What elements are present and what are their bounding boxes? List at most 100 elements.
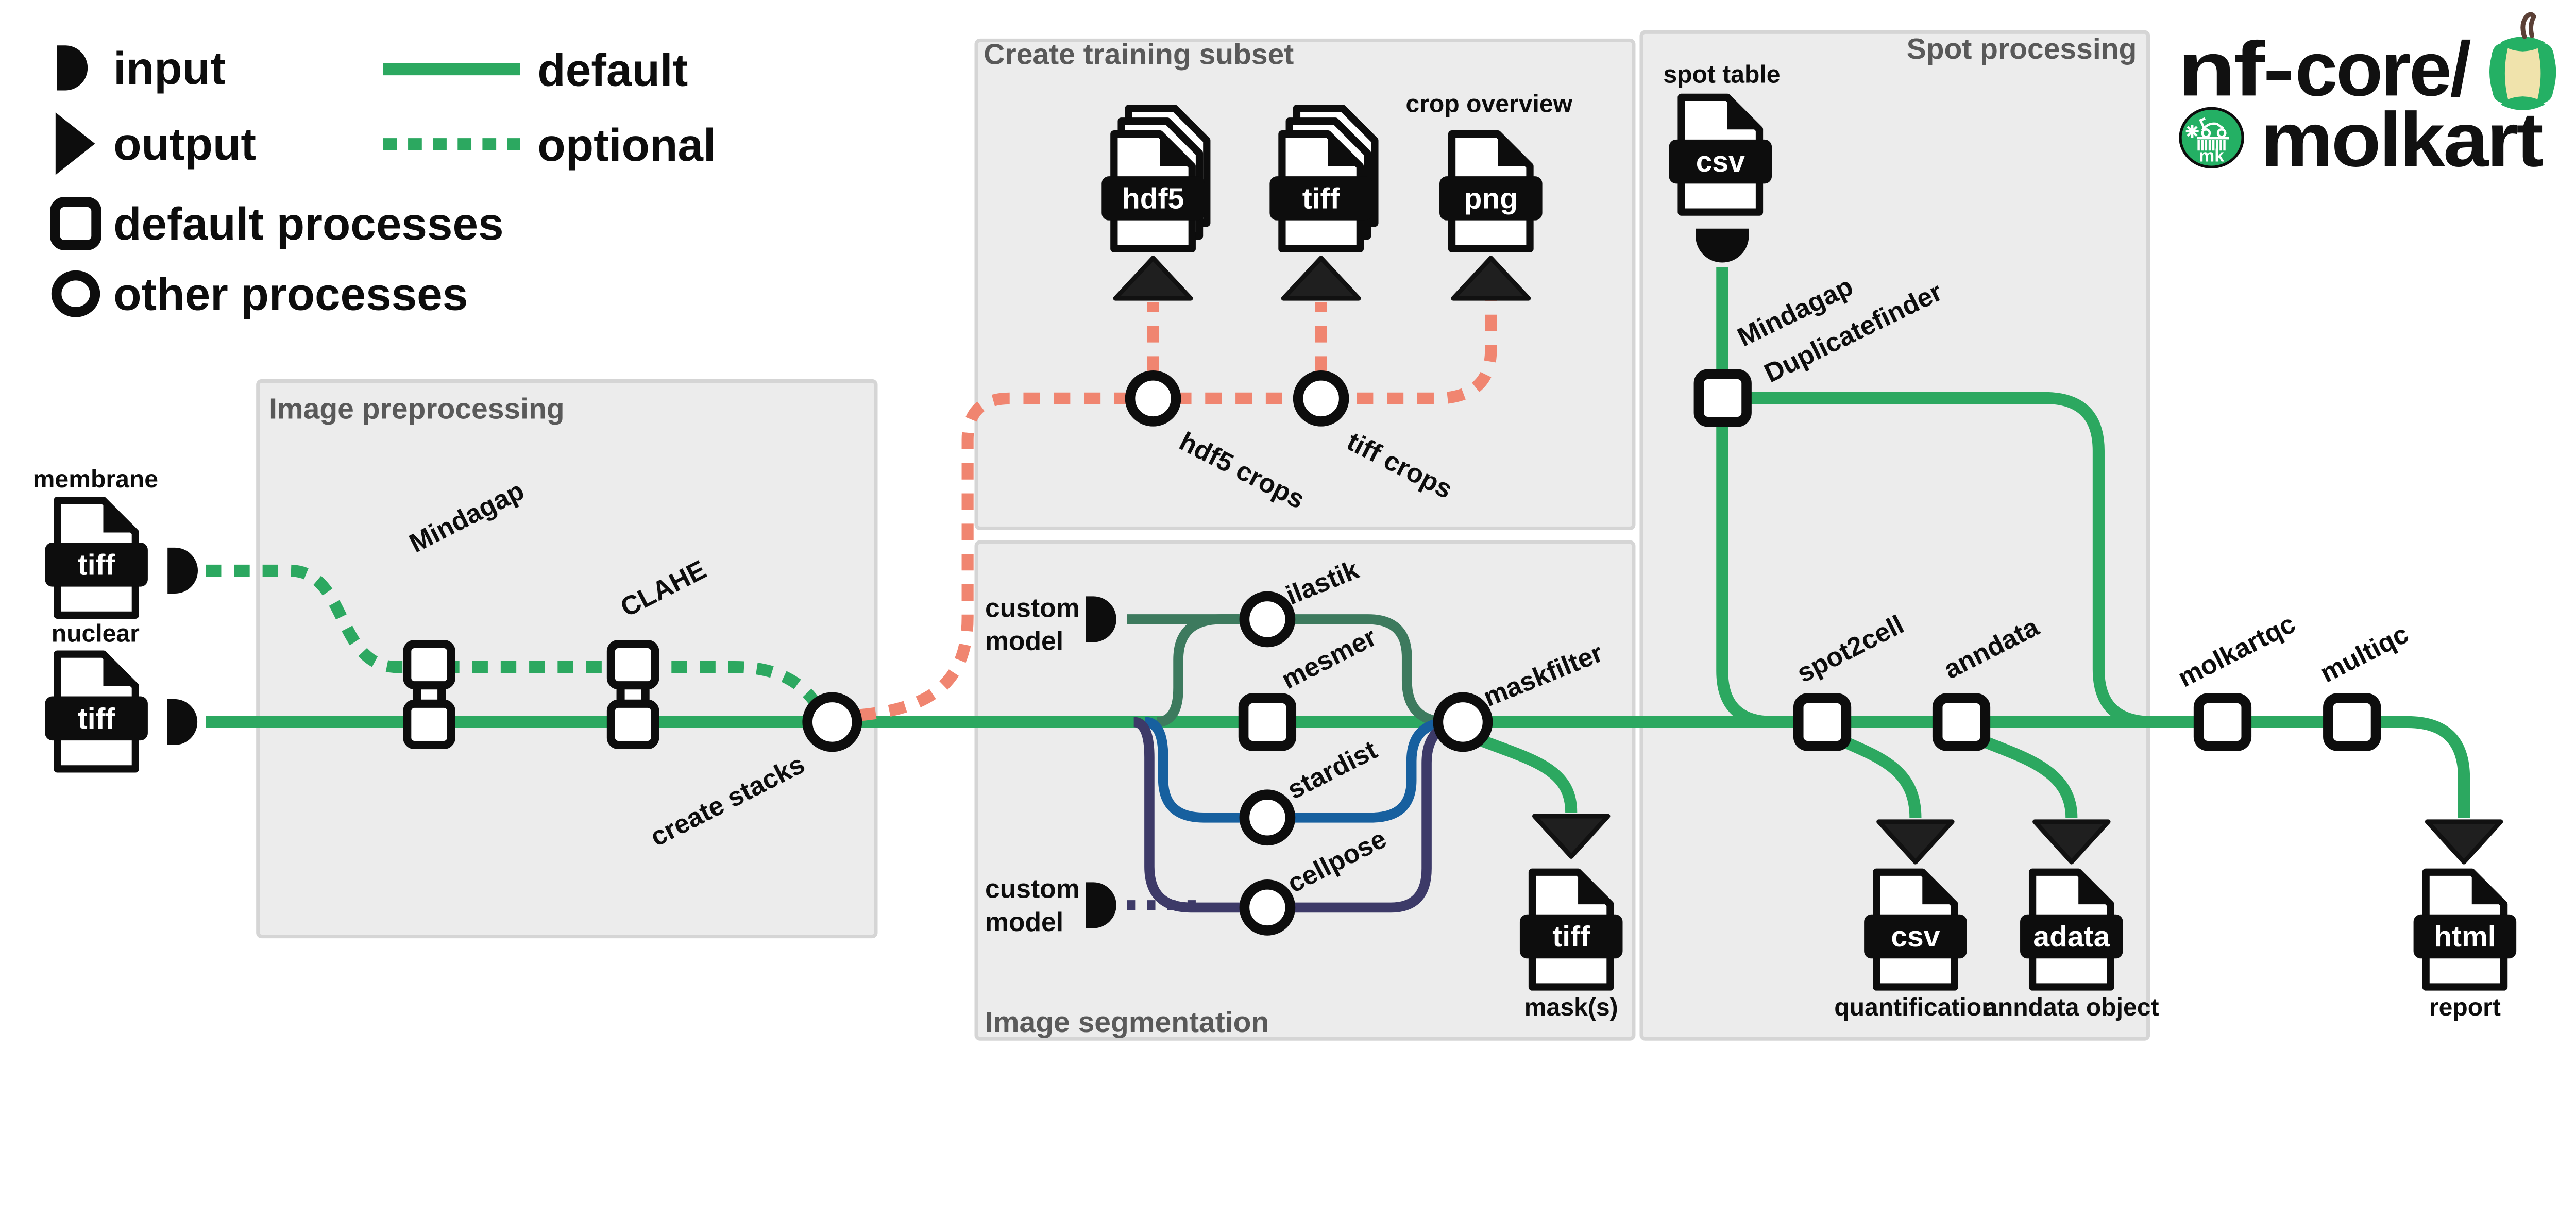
input-nuclear-icon — [167, 699, 198, 745]
legend-input-icon — [57, 45, 88, 91]
file-ext: hdf5 — [1122, 182, 1184, 215]
wire-anndata-out — [1968, 730, 2078, 819]
group-arrows — [1113, 256, 2503, 865]
file-ext: html — [2434, 920, 2496, 953]
process-tiff-crops-icon — [1293, 370, 1349, 427]
file-membrane-tiff: tiff membrane — [33, 465, 158, 619]
file-label: anndata object — [1984, 993, 2159, 1021]
pipeline-diagram: Image preprocessing Create training subs… — [32, 12, 2556, 1041]
legend-default-label: default — [537, 44, 688, 96]
process-spot2cell-icon — [1793, 693, 1852, 751]
legend-optional-label: optional — [537, 119, 716, 171]
process-mesmer-icon — [1238, 693, 1297, 751]
wire-create-stacks-to-crops — [858, 300, 1497, 721]
logo-nf-text: nf- — [2178, 26, 2293, 112]
wire-main-default — [206, 716, 2470, 818]
logo-core-text: core/ — [2295, 26, 2471, 112]
output-arrow-icon — [1532, 814, 1611, 859]
wire-stardist-branch — [1144, 717, 1452, 823]
mk-badge-icon: mk — [2179, 107, 2244, 168]
legend-input-label: input — [113, 42, 226, 94]
logo-molkart-text: molkart — [2261, 97, 2543, 183]
molkart-pipeline-svg: Image preprocessing Create training subs… — [32, 12, 2556, 1041]
legend: input output default optional default pr… — [50, 42, 716, 319]
process-hdf5-crops-icon — [1125, 370, 1181, 427]
process-create-stacks-icon — [802, 692, 862, 752]
box-title-preprocessing: Image preprocessing — [269, 393, 565, 426]
input-membrane-icon — [167, 547, 198, 594]
file-ext: png — [1464, 182, 1518, 215]
output-arrow-icon — [1451, 256, 1531, 301]
input-spot-table-icon — [1696, 228, 1749, 263]
box-spot-processing — [1639, 30, 2150, 1041]
box-title-training: Create training subset — [984, 38, 1294, 71]
group-files: tiff membrane tiff nuclear csv spot tabl… — [33, 60, 2517, 1021]
group-process-nodes — [403, 369, 2381, 936]
wire-duplicatefinder-to-main — [1716, 426, 1773, 729]
process-ilastik-icon — [1239, 591, 1296, 648]
process-mindagap-icon — [403, 639, 455, 750]
file-label: mask(s) — [1524, 993, 1618, 1021]
label-multiqc: multiqc — [2315, 618, 2413, 688]
file-label: spot table — [1663, 60, 1780, 88]
group-wires — [206, 267, 2470, 913]
label-molkartqc: molkartqc — [2173, 608, 2300, 693]
file-quantification-csv: csv quantification — [1834, 868, 1997, 1021]
file-masks-tiff: tiff mask(s) — [1519, 868, 1623, 1021]
apple-core-icon — [2489, 12, 2556, 110]
label-custom-model-top-1: custom — [985, 593, 1080, 622]
output-arrow-icon — [2032, 819, 2111, 865]
apple-stem — [2520, 12, 2536, 39]
input-custom-model-bottom-icon — [1086, 882, 1116, 928]
file-hdf5-crops: hdf5 — [1101, 105, 1211, 253]
file-ext: tiff — [78, 548, 116, 581]
wire-membrane-optional — [206, 564, 821, 708]
file-ext: csv — [1891, 920, 1940, 953]
wire-duplicatefinder-bypass — [1750, 392, 2152, 729]
file-crop-overview-png: png crop overview — [1405, 90, 1573, 253]
file-anndata-object: adata anndata object — [1984, 868, 2159, 1021]
label-custom-model-bottom-2: model — [985, 907, 1063, 937]
process-clahe-icon — [606, 639, 659, 750]
logo-mk-text: mk — [2199, 146, 2224, 166]
file-ext: tiff — [1302, 182, 1341, 215]
nf-core-molkart-logo: nf- core/ mk — [2178, 12, 2556, 183]
file-label: report — [2429, 993, 2501, 1021]
file-label: crop overview — [1405, 90, 1572, 117]
wire-maskfilter-out — [1470, 732, 1578, 813]
label-custom-model-top-2: model — [985, 626, 1063, 656]
file-ext: adata — [2033, 920, 2110, 953]
legend-other-process-icon — [51, 270, 100, 317]
file-nuclear-tiff: tiff nuclear — [45, 620, 148, 773]
file-label: quantification — [1834, 993, 1996, 1021]
file-spot-table-csv: csv spot table — [1663, 60, 1781, 216]
file-ext: csv — [1696, 145, 1745, 178]
legend-output-label: output — [113, 118, 256, 170]
file-label: nuclear — [52, 620, 140, 648]
process-maskfilter-icon — [1433, 692, 1493, 752]
box-title-segmentation: Image segmentation — [985, 1006, 1269, 1039]
output-arrow-icon — [2425, 819, 2503, 865]
wire-ilastik-branch — [1156, 614, 1449, 728]
file-report-html: html report — [2413, 868, 2517, 1021]
output-arrow-icon — [1113, 256, 1193, 301]
process-anndata-icon — [1932, 693, 1991, 751]
output-arrow-icon — [1876, 819, 1955, 865]
process-duplicatefinder-icon — [1693, 369, 1752, 427]
process-molkartqc-icon — [2193, 693, 2252, 751]
file-label: membrane — [33, 465, 158, 493]
box-title-spot: Spot processing — [1907, 32, 2137, 65]
label-custom-model-bottom-1: custom — [985, 874, 1080, 904]
group-inputs — [167, 228, 1749, 928]
box-image-preprocessing — [256, 379, 878, 939]
process-cellpose-icon — [1239, 879, 1296, 936]
legend-output-icon — [55, 112, 95, 175]
wire-cellpose-branch — [1133, 717, 1468, 913]
legend-default-process-icon — [50, 197, 101, 250]
process-multiqc-icon — [2323, 693, 2381, 751]
box-image-segmentation — [974, 540, 1636, 1041]
file-tiff-crops: tiff — [1269, 105, 1379, 253]
process-stardist-icon — [1239, 789, 1296, 846]
file-ext: tiff — [78, 702, 116, 735]
file-ext: tiff — [1552, 920, 1590, 953]
